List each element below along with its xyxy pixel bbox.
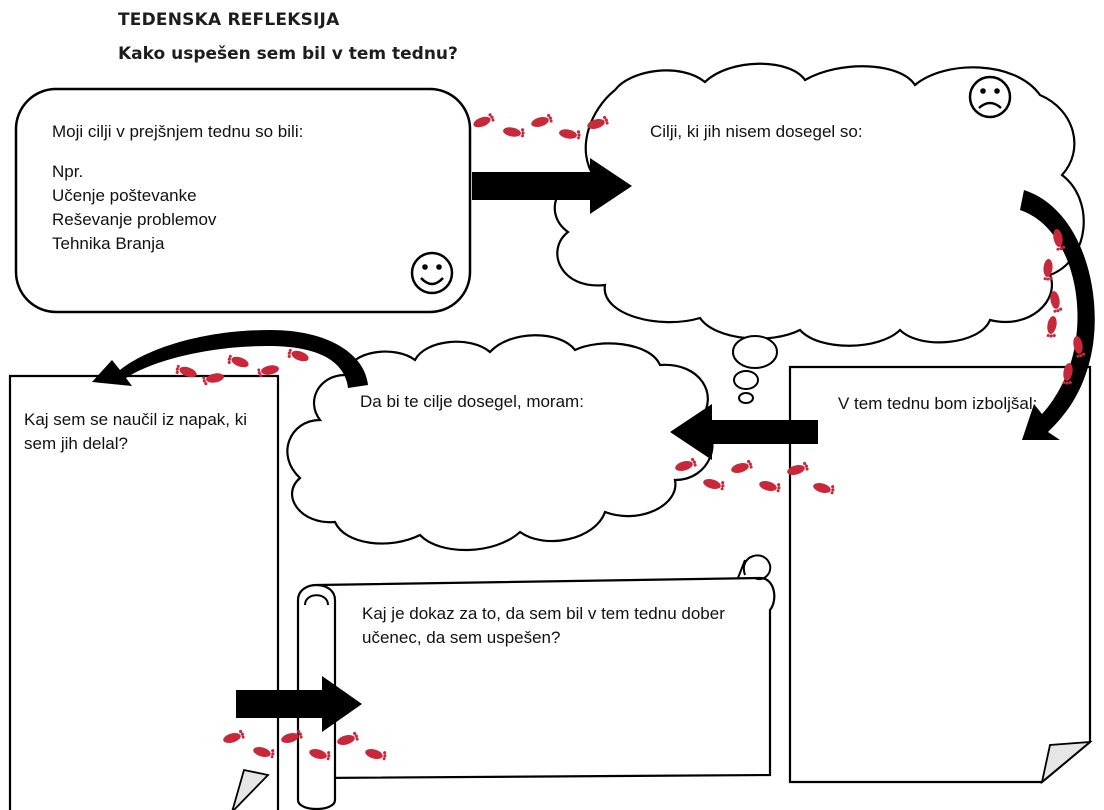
improve-heading: V tem tednu bom izboljšal: (838, 394, 1038, 413)
page-fold-corner-right (1040, 740, 1093, 785)
goals-heading: Moji cilji v prejšnjem tednu so bili: (52, 122, 304, 141)
goals-box (14, 87, 472, 314)
goals-example-item: Tehnika Branja (52, 234, 165, 253)
goals-example-list: Npr. Učenje poštevanke Reševanje problem… (52, 160, 216, 256)
goals-example-item: Npr. (52, 162, 84, 181)
arrow-icon (236, 158, 818, 732)
missed-goals-cloud (553, 62, 1085, 347)
sad-face-icon (968, 75, 1012, 119)
curved-arrow-icon (92, 190, 1095, 440)
smiley-face-icon (410, 251, 454, 295)
evidence-scroll (296, 554, 776, 810)
missed-goals-heading: Cilji, ki jih nisem dosegel so: (650, 122, 863, 141)
goals-example-item: Reševanje problemov (52, 210, 217, 229)
plan-heading: Da bi te cilje dosegel, moram: (360, 392, 584, 411)
learned-heading: Kaj sem se naučil iz napak, ki sem jih d… (24, 410, 247, 453)
page-title: TEDENSKA REFLEKSIJA (118, 10, 340, 30)
page-fold-corner (231, 768, 270, 810)
thought-bubbles (732, 335, 778, 404)
page-subtitle: Kako uspešen sem bil v tem tednu? (118, 44, 458, 64)
goals-example-item: Učenje poštevanke (52, 186, 197, 205)
evidence-heading: Kaj je dokaz za to, da sem bil v tem ted… (362, 604, 725, 647)
plan-cloud (286, 334, 714, 552)
